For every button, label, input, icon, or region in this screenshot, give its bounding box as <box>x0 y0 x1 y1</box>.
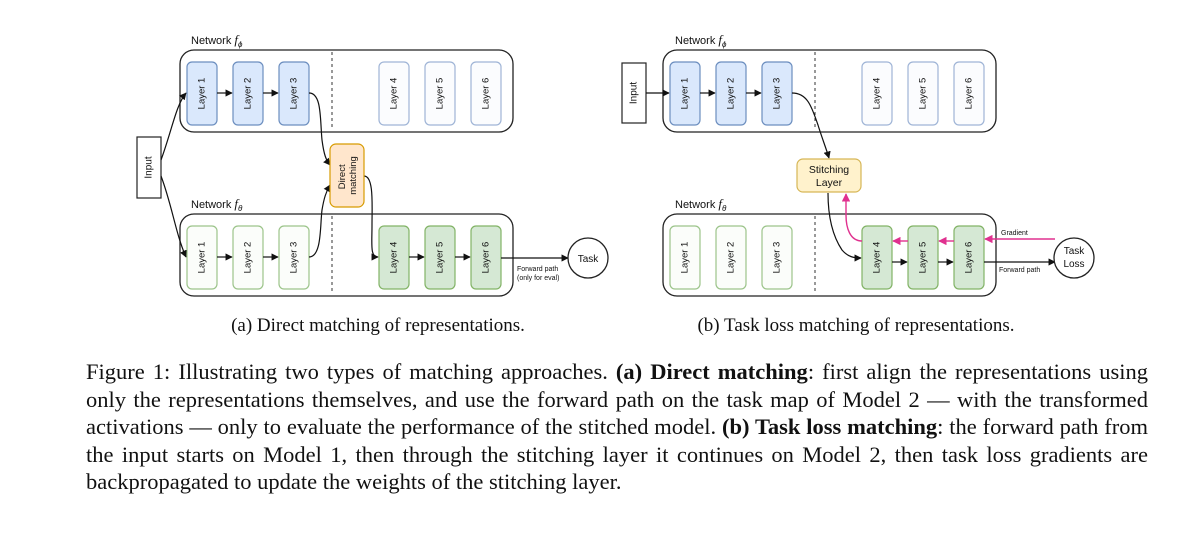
panel-b-top-layer-5-label: Layer 5 <box>918 78 929 110</box>
panel-a-task-node <box>567 237 609 279</box>
panel-a-top-layer-4-label: Layer 4 <box>389 78 400 110</box>
panel-b-bottom-layer-2-label: Layer 2 <box>726 242 737 274</box>
panel-a-top-layer-5 <box>424 61 456 126</box>
panel-b-task-loss-node <box>1053 237 1095 279</box>
panel-a-subcaption: (a) Direct matching of representations. <box>231 315 525 336</box>
panel-b-bottom-layer-4 <box>861 225 893 290</box>
panel-a-input-box <box>136 136 162 199</box>
panel-b-bottom-layer-1 <box>669 225 701 290</box>
panel-b-task-loss-label-line1: Task <box>1064 246 1086 257</box>
panel-b-bottom-layer-4-label: Layer 4 <box>872 242 883 274</box>
panel-a-top-layer-1-label: Layer 1 <box>197 78 208 110</box>
panel-a-bottom-layer-1-label: Layer 1 <box>197 242 208 274</box>
panel-b-net-bottom-label: Network fθ <box>675 196 727 213</box>
panel-b-forward-path-label: Forward path <box>999 267 1040 274</box>
panel-b-bottom-layer-3 <box>761 225 793 290</box>
panel-b-input-label: Input <box>629 82 640 104</box>
panel-b-top-layer-6-label: Layer 6 <box>964 78 975 110</box>
panel-b-gradient-label: Gradient <box>1001 230 1028 237</box>
panel-a-net-top-label: Network fϕ <box>191 32 243 49</box>
panel-a-top-layer-2-label: Layer 2 <box>243 78 254 110</box>
panel-b-bottom-layer-2 <box>715 225 747 290</box>
panel-a-top-layer-3-label: Layer 3 <box>289 78 300 110</box>
figure-diagrams: Network fϕ Network fθ Input Layer 1 Laye… <box>136 32 1095 336</box>
panel-a-task-label: Task <box>578 254 600 265</box>
panel-b-input-box <box>621 62 647 124</box>
panel-a-bottom-layer-6-label: Layer 6 <box>481 242 492 274</box>
panel-a-forward-path-label: Forward path <box>517 266 558 273</box>
figure-caption: Figure 1: Illustrating two types of matc… <box>86 358 1148 496</box>
panel-b-bottom-layer-5 <box>907 225 939 290</box>
panel-a-net-bottom-label: Network fθ <box>191 196 243 213</box>
panel-a-network-bottom-box <box>179 213 514 297</box>
panel-b-bottom-layer-6-label: Layer 6 <box>964 242 975 274</box>
caption-lead: Figure 1: Illustrating two types of matc… <box>86 359 616 384</box>
panel-b-network-bottom-box <box>662 213 997 297</box>
panel-a-top-layer-6-label: Layer 6 <box>481 78 492 110</box>
panel-b-top-layer-6 <box>953 61 985 126</box>
panel-b-bottom-layer-3-label: Layer 3 <box>772 242 783 274</box>
panel-a-top-layer-6 <box>470 61 502 126</box>
panel-b-top-layers: Layer 1 Layer 2 Layer 3 Layer 4 Layer 5 … <box>669 61 985 126</box>
panel-b-bottom-layer-1-label: Layer 1 <box>680 242 691 274</box>
panel-a-forward-path-note: (only for eval) <box>517 275 559 282</box>
panel-a: Network fϕ Network fθ Input Layer 1 Laye… <box>136 32 609 336</box>
panel-b-top-layer-2-label: Layer 2 <box>726 78 737 110</box>
panel-b-top-layer-1-label: Layer 1 <box>680 78 691 110</box>
panel-b-network-top-box <box>662 49 997 133</box>
panel-b-stitching-label-line2: Layer <box>816 177 843 189</box>
panel-a-top-layers: Layer 1 Layer 2 Layer 3 Layer 4 Layer 5 … <box>186 61 502 126</box>
panel-b-net-top-label: Network fϕ <box>675 32 727 49</box>
panel-b-task-loss-label-line2: Loss <box>1063 259 1084 270</box>
panel-a-bottom-layer-5-label: Layer 5 <box>435 242 446 274</box>
panel-b-bottom-layer-6 <box>953 225 985 290</box>
panel-b: Network fϕ Network fθ Input Layer 1 Laye… <box>621 32 1095 336</box>
panel-a-bottom-layer-2-label: Layer 2 <box>243 242 254 274</box>
panel-b-top-layer-4 <box>861 61 893 126</box>
panel-a-direct-matching-box <box>329 143 365 208</box>
panel-a-bottom-layers: Layer 1 Layer 2 Layer 3 Layer 4 Layer 5 … <box>186 225 502 290</box>
panel-b-bottom-layer-5-label: Layer 5 <box>918 242 929 274</box>
caption-text-a: : first align the representations using … <box>86 359 1148 439</box>
panel-a-top-layer-5-label: Layer 5 <box>435 78 446 110</box>
panel-a-bottom-layer-4-label: Layer 4 <box>389 242 400 274</box>
panel-b-arrows <box>646 89 1056 266</box>
caption-bold-b: (b) Task loss matching <box>722 414 938 439</box>
panel-a-bottom-layer-3-label: Layer 3 <box>289 242 300 274</box>
panel-b-gradient-arrows <box>841 193 1055 246</box>
caption-text-b: : the forward path from the input starts… <box>86 414 1148 494</box>
panel-b-stitching-label-line1: Stitching <box>809 164 849 176</box>
panel-b-bottom-layers: Layer 1 Layer 2 Layer 3 Layer 4 Layer 5 … <box>669 225 985 290</box>
panel-a-input-label: Input <box>144 156 155 178</box>
panel-a-network-top-box <box>179 49 514 133</box>
caption-bold-a: (a) Direct matching <box>615 359 808 384</box>
panel-b-top-layer-5 <box>907 61 939 126</box>
panel-b-top-layer-4-label: Layer 4 <box>872 78 883 110</box>
panel-b-subcaption: (b) Task loss matching of representation… <box>697 315 1014 336</box>
panel-b-top-layer-3-label: Layer 3 <box>772 78 783 110</box>
panel-b-stitching-layer-box <box>796 158 862 193</box>
panel-a-direct-matching-label: Direct matching <box>337 156 359 195</box>
panel-a-arrows <box>160 89 569 262</box>
panel-a-top-layer-4 <box>378 61 410 126</box>
